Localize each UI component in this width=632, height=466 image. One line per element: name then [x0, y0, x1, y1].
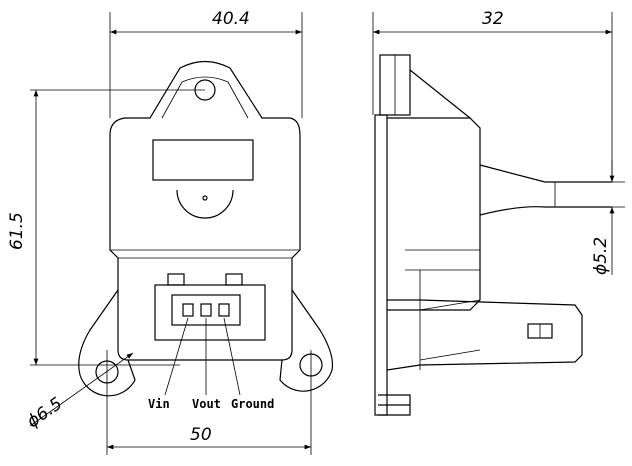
dim-height: 61.5 — [7, 212, 27, 250]
side-dimensions: 32 ϕ5.2 — [372, 9, 625, 275]
dim-port: ϕ5.2 — [591, 237, 611, 275]
connector — [154, 284, 266, 341]
label-ground: Ground — [231, 397, 274, 411]
dim-mount-spacing: 50 — [190, 425, 212, 445]
dim-width: 40.4 — [212, 9, 250, 29]
label-vout: Vout — [192, 397, 221, 411]
pin-ground — [218, 303, 230, 317]
label-vin: Vin — [148, 397, 170, 411]
pin-vin — [182, 303, 194, 317]
dim-depth: 32 — [482, 9, 504, 29]
dim-hole: ϕ6.5 — [23, 394, 66, 432]
pin-vout — [200, 303, 212, 317]
front-dimensions: 40.4 61.5 50 ϕ6.5 — [7, 9, 312, 455]
front-view: Vin Vout Ground — [78, 60, 334, 411]
side-view — [374, 54, 612, 416]
